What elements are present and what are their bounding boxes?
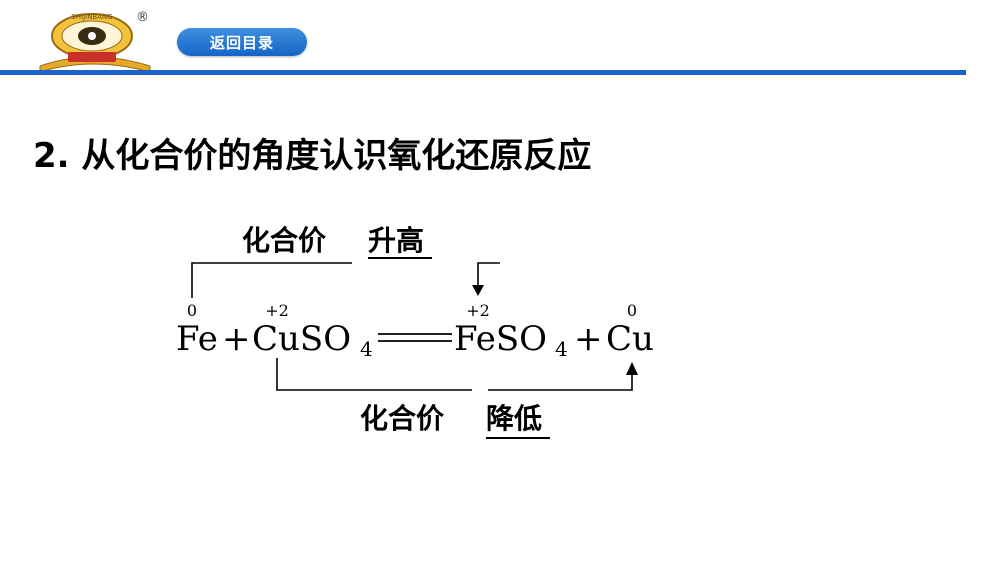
chemical-equation: Fe + CuSO 4 FeSO 4 + Cu [176,319,654,365]
reactant-cuso-sub: 4 [360,337,373,361]
product-cu: Cu [606,319,654,359]
bottom-bracket-line [276,358,633,391]
ox-state-fe-left: 0 [187,301,197,320]
bottom-label-change: 降低 [486,402,542,435]
product-feso-sub: 4 [555,337,568,361]
product-feso-main: FeSO [454,319,547,359]
bottom-arrow-head [626,362,638,375]
registered-mark: ® [136,10,149,25]
plus-sign-1: + [222,319,251,359]
reactant-fe: Fe [176,319,218,359]
top-label-change: 升高 [368,224,424,257]
logo-text: SHIJINBANG [71,13,112,21]
ox-state-cu-left: +2 [265,301,289,320]
ox-state-cu-right: 0 [627,301,637,320]
top-arrow-head [472,285,484,296]
top-bracket-line [191,262,500,298]
back-to-contents-button[interactable]: 返回目录 [177,28,307,56]
redox-diagram: 化合价 升高 0 +2 +2 0 Fe + CuSO 4 FeSO 4 + Cu… [176,224,654,439]
reactant-cuso-main: CuSO [252,319,351,359]
brand-logo: SHIJINBANG [39,13,151,73]
ox-state-fe-right: +2 [466,301,490,320]
header-divider [0,70,966,75]
plus-sign-2: + [574,319,603,359]
bottom-label-prefix: 化合价 [360,402,445,435]
page-title: 2. 从化合价的角度认识氧化还原反应 [33,136,592,176]
top-label-prefix: 化合价 [242,224,327,257]
